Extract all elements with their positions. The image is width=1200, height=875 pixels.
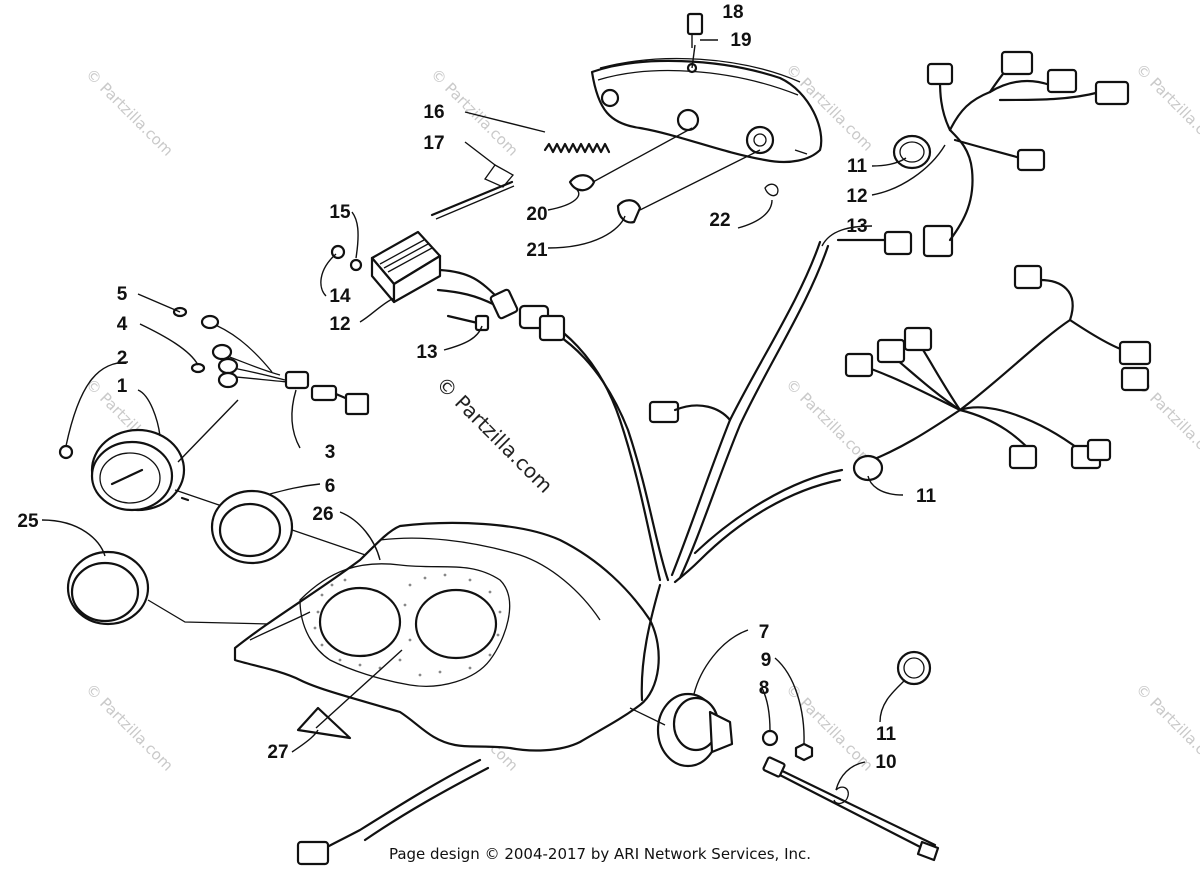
callout-6: 6 <box>325 476 336 497</box>
drive-assembly <box>629 692 940 862</box>
callout-27: 27 <box>267 742 288 763</box>
callout-23: 21 <box>526 240 548 261</box>
callout-26: 26 <box>312 504 333 525</box>
bezel-and-lens <box>66 489 441 629</box>
callout-18: 16 <box>423 102 444 123</box>
callout-9: 9 <box>761 650 772 671</box>
callout-labels: 18 19 16 17 15 14 12 13 5 4 2 1 3 6 26 2… <box>17 2 936 773</box>
leader-lines <box>41 34 946 791</box>
instrument-pod <box>233 521 660 752</box>
callout-5: 5 <box>117 284 128 305</box>
watermark: © Partzilla.com <box>782 375 877 470</box>
voltage-regulator <box>330 230 519 332</box>
callout-4: 4 <box>117 314 128 335</box>
callout-3: 3 <box>325 442 336 463</box>
callout-8: 8 <box>759 678 770 699</box>
watermark: © Partzilla.com <box>82 680 177 775</box>
callout-10: 10 <box>875 752 896 773</box>
callout-13: 13 <box>846 216 867 237</box>
gauge-assembly <box>58 306 381 561</box>
watermark: © Partzilla.com <box>82 65 177 160</box>
callout-21: 19 <box>730 30 751 51</box>
callout-12: 12 <box>846 186 867 207</box>
callout-7: 7 <box>759 622 770 643</box>
callout-17: 15 <box>329 202 351 223</box>
watermark: © Partzilla.com <box>1132 680 1200 775</box>
headlight-assembly <box>590 12 823 164</box>
callout-20: 18 <box>722 2 743 23</box>
callout-16: 14 <box>329 286 351 307</box>
callout-24: 22 <box>709 210 730 231</box>
callout-19: 17 <box>423 133 444 154</box>
watermark: © Partzilla.com <box>782 680 877 775</box>
callout-22: 20 <box>526 204 547 225</box>
watermark-center: © Partzilla.com <box>431 372 557 498</box>
callout-14: 12 <box>329 314 350 335</box>
wiring-harness <box>296 50 1152 866</box>
callout-2: 2 <box>117 348 128 369</box>
callout-11: 11 <box>847 156 868 177</box>
callout-15: 13 <box>416 342 437 363</box>
copyright-footer: Page design © 2004-2017 by ARI Network S… <box>388 845 812 863</box>
pod-pattern <box>313 573 502 677</box>
callout-25: 25 <box>17 511 39 532</box>
callout-1: 1 <box>117 376 128 397</box>
callout-11: 11 <box>876 724 897 745</box>
watermark: © Partzilla.com <box>1132 60 1200 155</box>
spring-and-screw <box>430 142 611 220</box>
callout-11: 11 <box>916 486 937 507</box>
